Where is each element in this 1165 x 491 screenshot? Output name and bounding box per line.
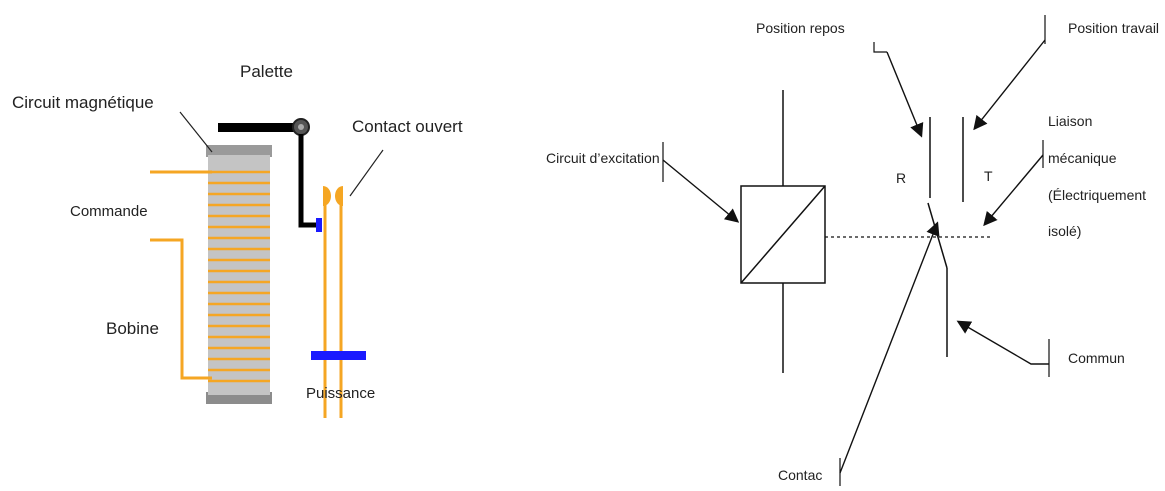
pointer-contact-ouvert: [349, 149, 384, 197]
coil-diagonal: [740, 185, 826, 284]
contact-left: [323, 186, 331, 206]
arrow-contac: [839, 221, 940, 474]
label-position-repos: Position repos: [756, 20, 845, 36]
label-circuit-excitation: Circuit d’excitation: [546, 150, 660, 166]
arrow-position-travail: [973, 39, 1046, 131]
contact-right: [335, 186, 343, 206]
label-t: T: [984, 168, 993, 184]
palette-contact-tip: [316, 218, 322, 232]
arrow-position-repos: [886, 51, 924, 138]
power-bar: [311, 351, 366, 360]
palette-pivot-center: [298, 124, 304, 130]
label-r: R: [896, 170, 906, 186]
label-contac: Contac: [778, 467, 822, 483]
label-bobine: Bobine: [106, 319, 159, 338]
label-commande: Commande: [70, 203, 148, 220]
palette-bar: [218, 123, 302, 132]
physical-relay-diagram: Palette Circuit magnétique Contact ouver…: [12, 62, 463, 418]
label-puissance: Puissance: [306, 385, 375, 402]
label-commun: Commun: [1068, 350, 1125, 366]
label-liaison-2: mécanique: [1048, 150, 1117, 166]
pointer-circuit-magnetique: [179, 111, 213, 153]
schematic-relay-diagram: Position repos Position travail Circuit …: [546, 15, 1159, 486]
palette-arm: [298, 134, 318, 228]
arrow-liaison: [983, 154, 1044, 227]
label-palette: Palette: [240, 62, 293, 81]
coil-windings: [208, 170, 270, 383]
core-top-cap: [206, 145, 272, 157]
contact-common-blade: [927, 202, 948, 269]
label-position-travail: Position travail: [1068, 20, 1159, 36]
arrow-circuit-excitation: [662, 159, 740, 223]
arrow-commun: [956, 320, 1049, 365]
tick-position-repos: [873, 42, 887, 53]
label-contact-ouvert: Contact ouvert: [352, 117, 463, 136]
label-circuit-magnetique: Circuit magnétique: [12, 93, 154, 112]
label-liaison-4: isolé): [1048, 223, 1081, 239]
command-lead-bottom: [150, 238, 212, 380]
label-liaison-3: (Électriquement: [1048, 187, 1146, 203]
label-liaison-1: Liaison: [1048, 113, 1092, 129]
